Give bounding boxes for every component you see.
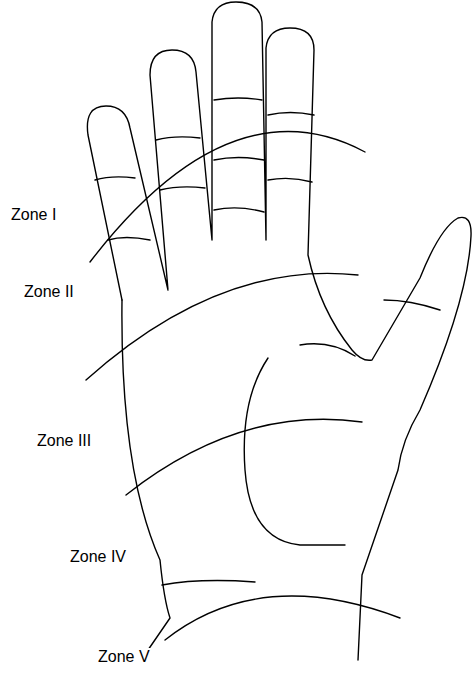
hand-outline xyxy=(87,2,471,660)
finger-crease xyxy=(95,98,440,310)
palm-edge xyxy=(122,300,170,650)
zone-label: Zone II xyxy=(23,283,75,301)
zone-label: Zone IV xyxy=(69,548,127,566)
zone-label: Zone I xyxy=(10,206,57,224)
palm-crease xyxy=(162,344,355,585)
zone-label: Zone III xyxy=(36,432,92,450)
zone-boundary xyxy=(86,132,400,640)
zone-label: Zone V xyxy=(97,648,151,666)
